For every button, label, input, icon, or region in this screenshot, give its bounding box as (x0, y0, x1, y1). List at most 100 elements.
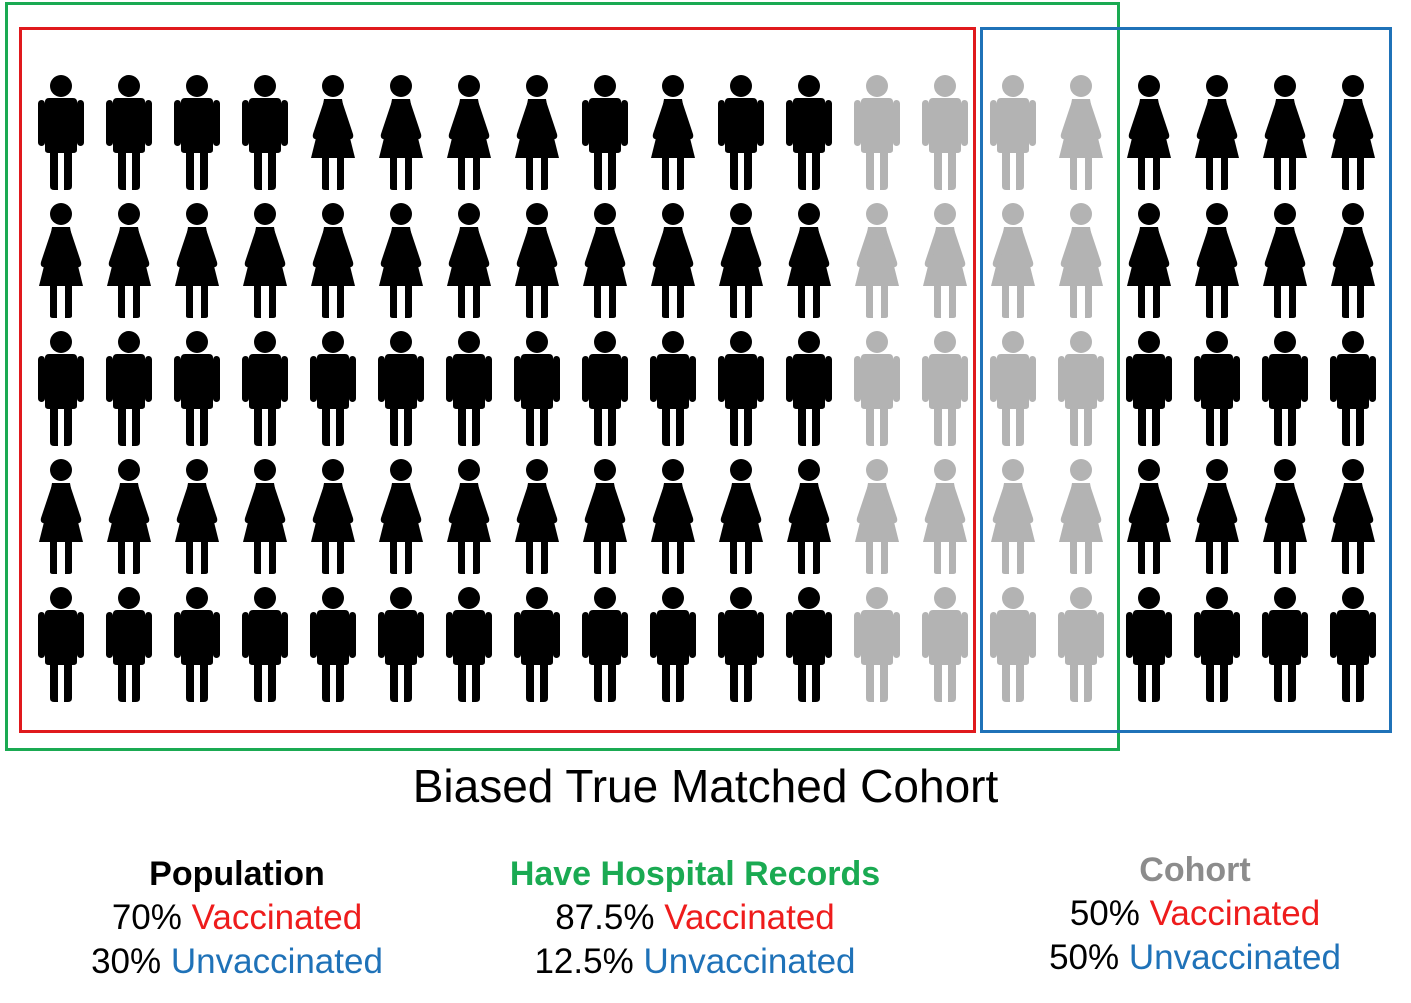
female-person-icon (574, 458, 636, 574)
male-person-icon (1254, 330, 1316, 446)
population-unvaccinated-label: Unvaccinated (170, 942, 383, 981)
female-person-icon (30, 202, 92, 318)
male-person-icon (1186, 330, 1248, 446)
male-person-icon (914, 330, 976, 446)
male-person-icon (846, 330, 908, 446)
female-person-icon (642, 202, 704, 318)
female-person-icon (710, 458, 772, 574)
hospital-unvaccinated-line: 12.5% Unvaccinated (475, 940, 915, 984)
male-person-icon (30, 586, 92, 702)
female-person-icon (574, 202, 636, 318)
female-person-icon (1322, 458, 1384, 574)
male-person-icon (1322, 586, 1384, 702)
hospital-vaccinated-label: Vaccinated (664, 898, 835, 937)
male-person-icon (710, 74, 772, 190)
cohort-unvaccinated-pct: 50% (1049, 938, 1120, 977)
female-person-icon (1322, 202, 1384, 318)
female-person-icon (982, 458, 1044, 574)
male-person-icon (166, 330, 228, 446)
hospital-vaccinated-pct: 87.5% (555, 898, 655, 937)
population-box (19, 27, 976, 733)
male-person-icon (234, 74, 296, 190)
female-person-icon (1050, 74, 1112, 190)
female-person-icon (302, 458, 364, 574)
male-person-icon (370, 330, 432, 446)
male-person-icon (982, 586, 1044, 702)
female-person-icon (642, 458, 704, 574)
male-person-icon (642, 330, 704, 446)
cohort-box (980, 27, 1392, 733)
cohort-vaccinated-line: 50% Vaccinated (975, 892, 1411, 936)
hospital-records-box (5, 2, 1120, 751)
male-person-icon (1118, 586, 1180, 702)
male-person-icon (710, 330, 772, 446)
hospital-vaccinated-line: 87.5% Vaccinated (475, 896, 915, 940)
female-person-icon (506, 202, 568, 318)
male-person-icon (574, 586, 636, 702)
female-person-icon (914, 202, 976, 318)
female-person-icon (438, 458, 500, 574)
female-person-icon (234, 458, 296, 574)
hospital-unvaccinated-pct: 12.5% (534, 942, 634, 981)
people-diagram (5, 2, 1392, 751)
people-grid (30, 74, 1384, 702)
male-person-icon (574, 330, 636, 446)
female-person-icon (1254, 458, 1316, 574)
population-stats: Population 70% Vaccinated 30% Unvaccinat… (17, 852, 457, 984)
female-person-icon (846, 202, 908, 318)
female-person-icon (438, 74, 500, 190)
male-person-icon (302, 330, 364, 446)
male-person-icon (914, 586, 976, 702)
hospital-unvaccinated-label: Unvaccinated (643, 942, 856, 981)
population-heading: Population (149, 855, 325, 893)
cohort-vaccinated-pct: 50% (1069, 894, 1140, 933)
female-person-icon (1118, 74, 1180, 190)
female-person-icon (1254, 74, 1316, 190)
female-person-icon (1118, 202, 1180, 318)
female-person-icon (710, 202, 772, 318)
male-person-icon (438, 330, 500, 446)
male-person-icon (1118, 330, 1180, 446)
male-person-icon (1050, 330, 1112, 446)
male-person-icon (438, 586, 500, 702)
female-person-icon (302, 74, 364, 190)
female-person-icon (1050, 458, 1112, 574)
male-person-icon (166, 586, 228, 702)
male-person-icon (1186, 586, 1248, 702)
male-person-icon (98, 586, 160, 702)
male-person-icon (1050, 586, 1112, 702)
female-person-icon (1186, 458, 1248, 574)
male-person-icon (642, 586, 704, 702)
cohort-vaccinated-label: Vaccinated (1149, 894, 1321, 933)
male-person-icon (234, 586, 296, 702)
female-person-icon (914, 458, 976, 574)
female-person-icon (370, 202, 432, 318)
female-person-icon (30, 458, 92, 574)
male-person-icon (234, 330, 296, 446)
male-person-icon (982, 74, 1044, 190)
female-person-icon (1186, 74, 1248, 190)
female-person-icon (370, 74, 432, 190)
hospital-records-stats: Have Hospital Records 87.5% Vaccinated 1… (475, 852, 915, 984)
male-person-icon (506, 330, 568, 446)
cohort-heading: Cohort (1139, 851, 1251, 889)
female-person-icon (1254, 202, 1316, 318)
female-person-icon (642, 74, 704, 190)
female-person-icon (982, 202, 1044, 318)
male-person-icon (302, 586, 364, 702)
male-person-icon (846, 586, 908, 702)
female-person-icon (370, 458, 432, 574)
female-person-icon (302, 202, 364, 318)
female-person-icon (506, 74, 568, 190)
male-person-icon (778, 74, 840, 190)
male-person-icon (370, 586, 432, 702)
cohort-unvaccinated-label: Unvaccinated (1128, 938, 1341, 977)
population-vaccinated-line: 70% Vaccinated (17, 896, 457, 940)
male-person-icon (1254, 586, 1316, 702)
male-person-icon (98, 74, 160, 190)
cohort-unvaccinated-line: 50% Unvaccinated (975, 936, 1411, 980)
male-person-icon (98, 330, 160, 446)
population-vaccinated-pct: 70% (111, 898, 182, 937)
female-person-icon (1118, 458, 1180, 574)
female-person-icon (234, 202, 296, 318)
